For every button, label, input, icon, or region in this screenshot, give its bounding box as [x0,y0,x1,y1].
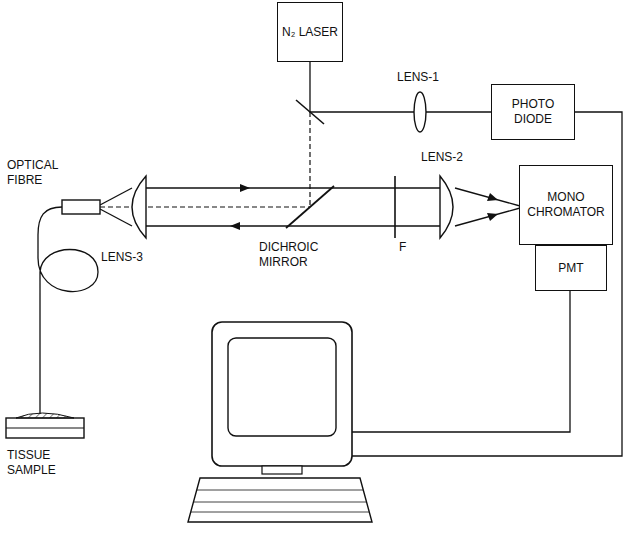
arrowhead [487,213,498,221]
light-beam [140,225,444,226]
sample-holder [6,418,84,438]
part-label: OPTICAL FIBRE [6,158,78,188]
light-beam [100,209,132,226]
sample-holder [6,428,84,429]
fibre-connector [62,200,100,214]
part-label: LENS-3 [100,250,144,265]
part-label: LENS-2 [420,150,464,165]
light-beam [455,208,520,226]
computer-monitor [212,322,352,466]
computer-stand [262,466,302,474]
box-label: MONO CHROMATOR [524,190,608,220]
laser-beam [309,112,310,207]
instrument-box: PHOTO DIODE [491,84,575,140]
box-label: PHOTO DIODE [496,97,570,127]
box-label: PMT [558,261,583,276]
part-label: LENS-1 [396,70,440,85]
computer-screen [228,338,336,436]
lens [132,176,146,238]
signal-wire [352,291,570,432]
light-beam [100,188,132,205]
optical-fibre [38,207,98,414]
instrument-box: N₂ LASER [277,2,343,62]
keyboard [194,502,366,503]
part-label: F [398,240,407,255]
arrowhead [487,193,498,201]
beam-splitter [296,100,324,124]
part-label: TISSUE SAMPLE [6,448,78,478]
box-label: N₂ LASER [282,25,338,40]
light-beam [455,188,520,206]
instrument-box: MONO CHROMATOR [519,165,613,245]
keyboard [188,478,372,522]
lens [414,92,426,132]
signal-wire [352,112,622,456]
dichroic-mirror [286,186,334,228]
tissue [16,413,74,418]
part-label: DICHROIC MIRROR [258,240,342,270]
arrowhead [240,184,250,192]
keyboard [197,490,363,491]
keyboard [191,512,369,513]
arrowhead [230,222,240,230]
instrument-box: PMT [535,245,607,291]
beam-path [310,62,491,112]
light-beam [140,187,444,188]
filter [394,176,396,238]
lens [440,176,453,238]
